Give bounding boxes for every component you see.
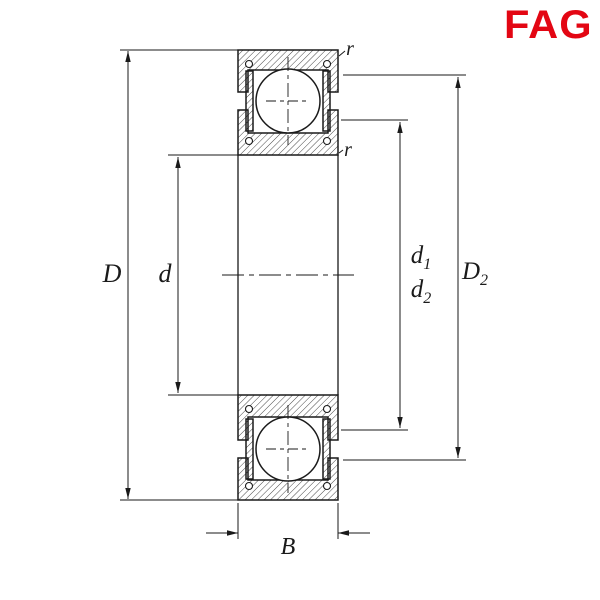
fag-logo: FAG	[504, 3, 593, 47]
inner-ring-bottom-section	[237, 394, 339, 441]
shield-right-bottom	[322, 418, 331, 480]
centerlines	[222, 57, 354, 493]
leader-r-bottom	[338, 149, 344, 154]
dim-label-d2: d2	[411, 277, 432, 307]
dim-label-d1: d1	[411, 243, 432, 273]
dim-label-d2-sub: 2	[423, 290, 432, 307]
inner-ring-top-section	[237, 109, 339, 156]
dim-label-D2-sub: 2	[480, 272, 489, 289]
outer-ring-bottom-section	[237, 457, 339, 501]
dim-label-D2: D2	[462, 259, 488, 289]
dim-label-width: B	[281, 535, 296, 559]
dim-label-r-top-text: r	[346, 38, 354, 60]
leader-r-top	[338, 50, 346, 57]
dim-label-d-text: d	[158, 259, 172, 288]
dim-label-D-text: D	[102, 259, 122, 288]
shield-left-top	[245, 70, 254, 132]
dim-label-outer-diameter: D	[103, 261, 122, 287]
dim-label-d1-sub: 1	[423, 256, 432, 273]
dim-label-d2-base: d	[410, 276, 424, 303]
dim-label-bore-diameter: d	[159, 261, 172, 287]
dim-label-B-text: B	[280, 534, 296, 560]
dim-label-chamfer-bottom: r	[344, 140, 352, 160]
dim-label-chamfer-top: r	[346, 39, 354, 59]
dim-label-d1-base: d	[410, 242, 424, 269]
shield-left-bottom	[245, 418, 254, 480]
shield-edge-circles	[244, 59, 332, 491]
dim-label-D2-base: D	[461, 258, 481, 285]
shield-right-top	[322, 70, 331, 132]
outer-ring-top-section	[237, 49, 339, 93]
dim-label-r-bottom-text: r	[344, 139, 352, 161]
dimension-lines	[120, 49, 466, 539]
